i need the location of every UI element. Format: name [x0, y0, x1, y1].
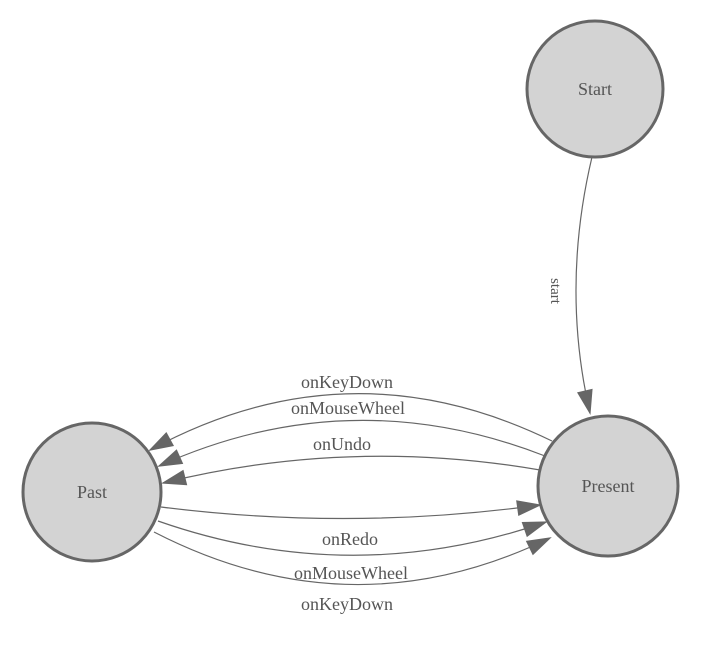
edge-past-to-present-onredo: onRedo — [160, 500, 542, 549]
node-label-present: Present — [582, 476, 635, 496]
node-circle-present[interactable] — [536, 414, 680, 558]
edge-present-to-past-onmousewheel: onMouseWheel — [157, 398, 546, 467]
edge-line-onredo — [160, 500, 542, 520]
edge-line-start — [575, 156, 593, 415]
edge-present-to-past-onkeydown: onKeyDown — [148, 372, 553, 451]
edge-label-onundo: onUndo — [313, 434, 371, 454]
edge-present-to-past-onundo: onUndo — [161, 434, 541, 486]
edge-line-onmousewheel-bottom — [157, 520, 548, 556]
node-circle-past[interactable] — [21, 421, 163, 563]
node-start[interactable]: Start — [525, 19, 665, 159]
edge-line-onmousewheel-top — [157, 419, 546, 467]
edge-past-to-present-onkeydown: onKeyDown — [153, 531, 552, 614]
edge-line-onkeydown-top — [148, 393, 553, 451]
node-past[interactable]: Past — [21, 421, 163, 563]
edge-line-onundo — [161, 455, 541, 486]
node-circle-start[interactable] — [525, 19, 665, 159]
edge-start-to-present: start — [547, 156, 593, 415]
edge-label-onredo: onRedo — [322, 529, 378, 549]
edge-line-onkeydown-bottom — [153, 531, 552, 586]
edge-label-onkeydown-top: onKeyDown — [301, 372, 393, 392]
node-present[interactable]: Present — [536, 414, 680, 558]
node-label-start: Start — [578, 79, 612, 99]
node-label-past: Past — [77, 482, 107, 502]
edge-past-to-present-onmousewheel: onMouseWheel — [157, 520, 548, 583]
edge-label-onmousewheel-top: onMouseWheel — [291, 398, 405, 418]
edge-label-onkeydown-bottom: onKeyDown — [301, 594, 393, 614]
edge-label-start: start — [547, 278, 563, 305]
edge-label-onmousewheel-bottom: onMouseWheel — [294, 563, 408, 583]
